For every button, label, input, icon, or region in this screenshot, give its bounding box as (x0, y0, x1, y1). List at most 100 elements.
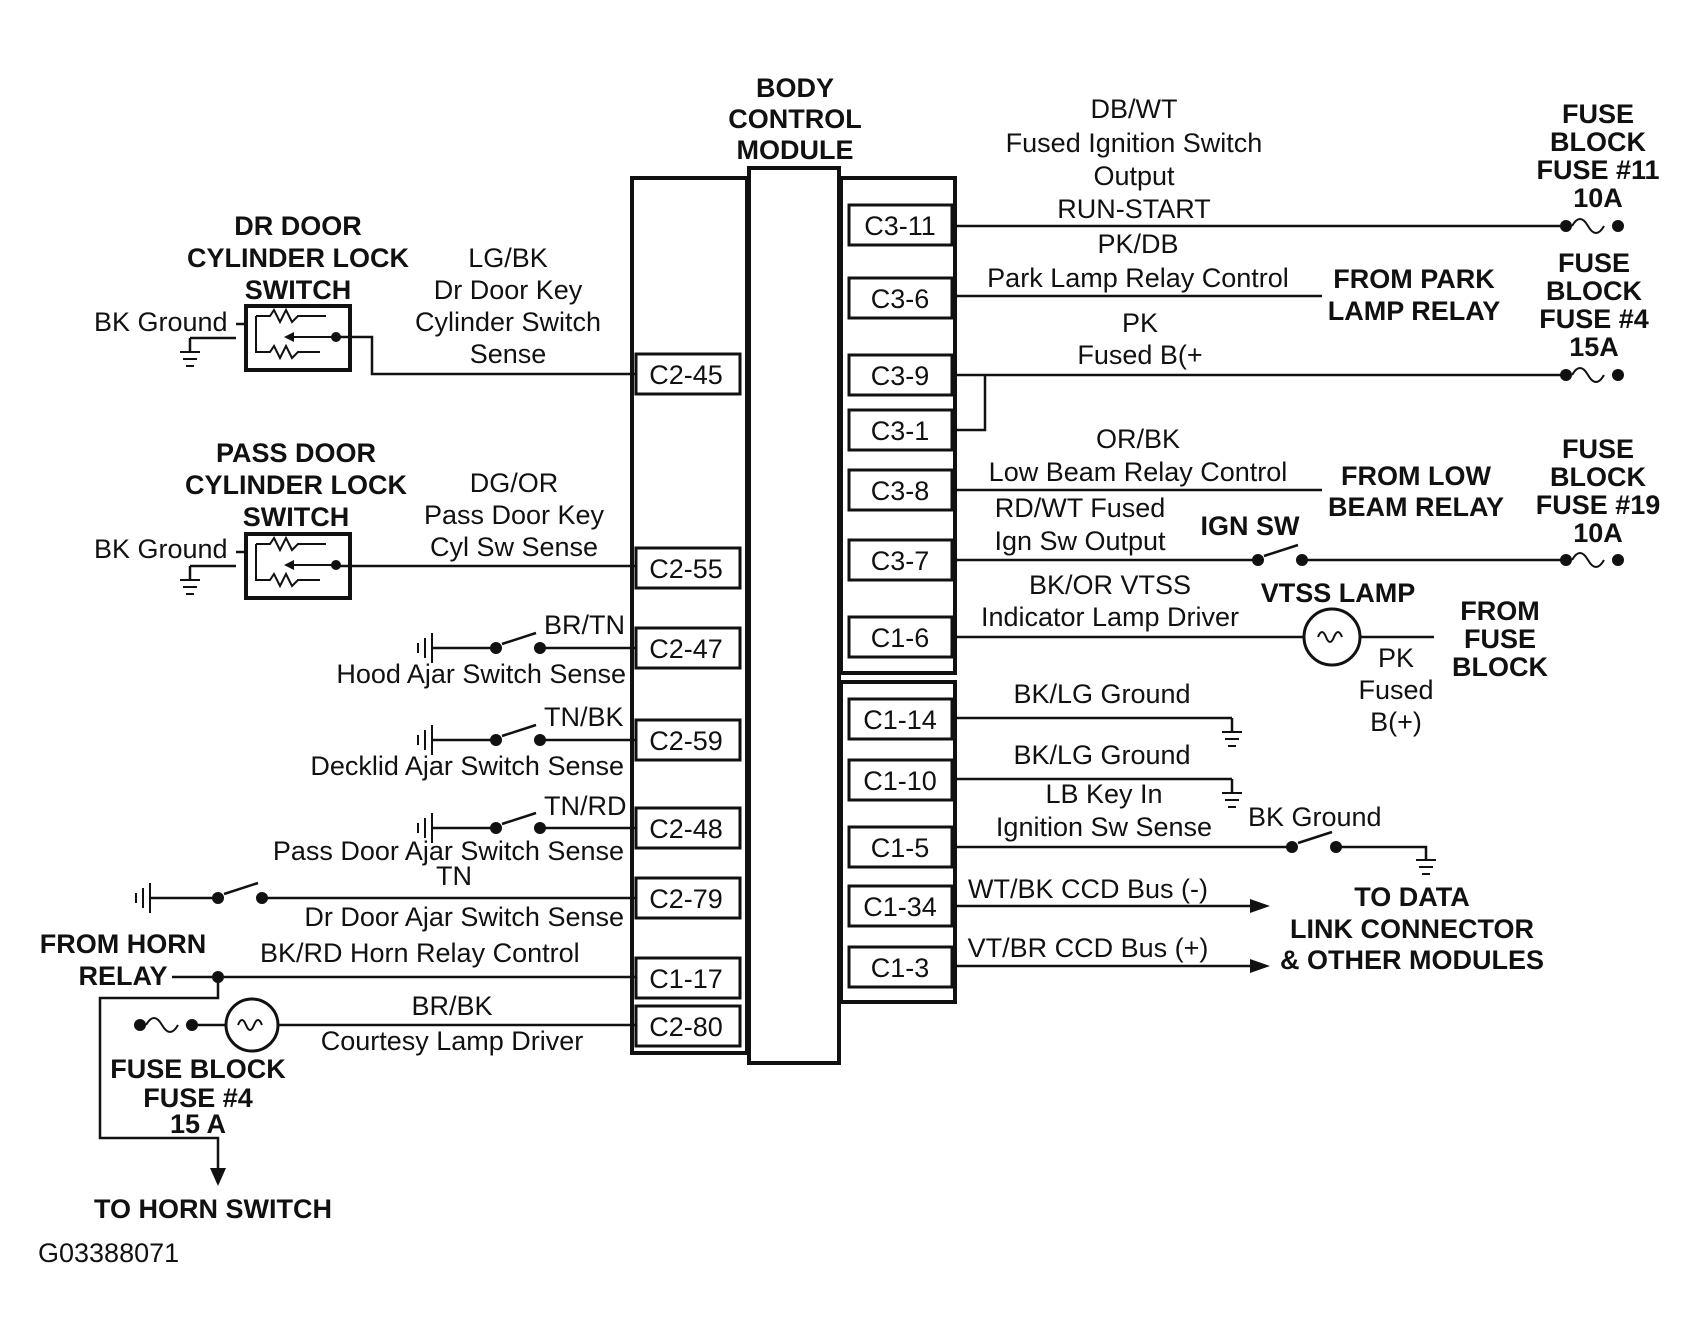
svg-text:BR/TN: BR/TN (544, 610, 625, 640)
pin-c2-59: C2-59 (634, 718, 742, 762)
ignition-switch-output-circuit: RD/WT Fused Ign Sw Output IGN SW FUSE BL… (952, 434, 1661, 568)
svg-text:C1-10: C1-10 (863, 766, 937, 796)
svg-text:C3-6: C3-6 (871, 284, 930, 314)
svg-text:Indicator Lamp Driver: Indicator Lamp Driver (981, 602, 1239, 632)
pin-c1-10: C1-10 (847, 758, 954, 802)
svg-text:Dr Door Key: Dr Door Key (434, 275, 583, 305)
decklid-ajar-switch: TN/BK Decklid Ajar Switch Sense (310, 702, 636, 781)
svg-text:Decklid Ajar Switch Sense: Decklid Ajar Switch Sense (310, 751, 624, 781)
module-title: BODY CONTROL MODULE (728, 73, 861, 165)
pin-c1-34: C1-34 (847, 884, 954, 928)
pin-c1-3: C1-3 (847, 945, 954, 989)
svg-text:BLOCK: BLOCK (1550, 127, 1646, 157)
svg-text:BK/LG Ground: BK/LG Ground (1013, 679, 1190, 709)
svg-text:RUN-START: RUN-START (1057, 194, 1211, 224)
svg-text:Pass Door Key: Pass Door Key (424, 500, 605, 530)
ground-symbol-icon (135, 883, 151, 913)
park-lamp-relay-circuit: PK/DB Park Lamp Relay Control FROM PARK … (952, 229, 1500, 326)
courtesy-lamp-circuit: BR/BK Courtesy Lamp Driver FUSE BLOCK FU… (110, 991, 636, 1139)
svg-text:15A: 15A (1569, 332, 1619, 362)
svg-text:BLOCK: BLOCK (1546, 276, 1642, 306)
svg-text:Cyl Sw Sense: Cyl Sw Sense (430, 532, 598, 562)
svg-text:C2-79: C2-79 (649, 884, 723, 914)
svg-text:C2-47: C2-47 (649, 634, 723, 664)
svg-text:TN/BK: TN/BK (544, 702, 624, 732)
svg-text:C3-1: C3-1 (871, 416, 930, 446)
svg-text:TN: TN (436, 861, 472, 891)
hood-ajar-switch: BR/TN Hood Ajar Switch Sense (336, 610, 636, 689)
svg-text:BR/BK: BR/BK (411, 991, 492, 1021)
svg-text:FUSE #19: FUSE #19 (1536, 490, 1661, 520)
pin-c1-6: C1-6 (847, 615, 954, 659)
svg-text:Low Beam Relay Control: Low Beam Relay Control (989, 457, 1288, 487)
pin-c3-7: C3-7 (847, 538, 954, 582)
pin-c2-79: C2-79 (634, 876, 742, 920)
svg-text:LG/BK: LG/BK (468, 243, 548, 273)
svg-text:FROM PARK: FROM PARK (1333, 264, 1495, 294)
svg-text:PK/DB: PK/DB (1097, 229, 1178, 259)
svg-text:C2-48: C2-48 (649, 814, 723, 844)
svg-text:BODY: BODY (756, 73, 834, 103)
lamp-icon (224, 997, 280, 1053)
pin-c2-48: C2-48 (634, 806, 742, 850)
svg-text:TN/RD: TN/RD (544, 791, 627, 821)
svg-text:C1-3: C1-3 (871, 953, 930, 983)
svg-text:Output: Output (1093, 161, 1175, 191)
svg-text:FROM: FROM (1460, 596, 1539, 626)
svg-text:FUSE: FUSE (1562, 99, 1634, 129)
svg-text:10A: 10A (1573, 183, 1623, 213)
svg-text:FROM HORN: FROM HORN (40, 929, 206, 959)
svg-text:FUSE BLOCK: FUSE BLOCK (110, 1054, 286, 1084)
svg-text:C1-34: C1-34 (863, 892, 937, 922)
svg-text:C3-7: C3-7 (871, 546, 930, 576)
svg-text:BK/OR VTSS: BK/OR VTSS (1029, 570, 1191, 600)
svg-text:Ignition Sw Sense: Ignition Sw Sense (996, 812, 1212, 842)
svg-text:Ign Sw Output: Ign Sw Output (994, 526, 1166, 556)
ground-c1-10-circuit: BK/LG Ground (952, 740, 1242, 808)
svg-text:VT/BR CCD Bus (+): VT/BR CCD Bus (+) (968, 933, 1209, 963)
svg-text:MODULE: MODULE (737, 135, 854, 165)
pin-c3-11: C3-11 (847, 203, 954, 247)
svg-text:C1-6: C1-6 (871, 623, 930, 653)
svg-text:VTSS LAMP: VTSS LAMP (1261, 578, 1416, 608)
dr-door-ajar-switch: TN Dr Door Ajar Switch Sense (135, 861, 636, 932)
svg-text:C2-55: C2-55 (649, 554, 723, 584)
svg-text:Park Lamp Relay Control: Park Lamp Relay Control (987, 263, 1289, 293)
svg-text:LB Key In: LB Key In (1045, 779, 1162, 809)
ground-symbol-icon (180, 579, 200, 595)
pin-c2-45: C2-45 (634, 352, 742, 396)
svg-text:BLOCK: BLOCK (1550, 462, 1646, 492)
svg-text:Pass Door Ajar Switch Sense: Pass Door Ajar Switch Sense (273, 836, 624, 866)
svg-text:PK: PK (1122, 308, 1158, 338)
svg-text:BK/LG Ground: BK/LG Ground (1013, 740, 1190, 770)
svg-text:Dr Door Ajar Switch Sense: Dr Door Ajar Switch Sense (304, 902, 624, 932)
lamp-icon (1302, 607, 1362, 667)
svg-text:C1-17: C1-17 (649, 964, 723, 994)
pin-c3-9: C3-9 (847, 353, 954, 397)
svg-text:CONTROL: CONTROL (728, 104, 861, 134)
ground-c1-14-circuit: BK/LG Ground (952, 679, 1242, 747)
svg-text:C3-11: C3-11 (864, 211, 936, 241)
svg-text:PASS DOOR: PASS DOOR (216, 438, 376, 468)
pin-c3-6: C3-6 (847, 276, 954, 320)
svg-text:IGN SW: IGN SW (1201, 511, 1301, 541)
svg-text:BK Ground: BK Ground (94, 307, 228, 337)
pin-c2-55: C2-55 (634, 546, 742, 590)
svg-text:TO DATA: TO DATA (1354, 882, 1470, 912)
pin-c3-1: C3-1 (847, 408, 954, 452)
svg-text:15 A: 15 A (170, 1109, 226, 1139)
low-beam-relay-circuit: OR/BK Low Beam Relay Control FROM LOW BE… (952, 424, 1504, 522)
svg-text:BK Ground: BK Ground (94, 534, 228, 564)
svg-text:FROM LOW: FROM LOW (1341, 461, 1491, 491)
svg-text:C2-80: C2-80 (649, 1012, 723, 1042)
key-in-switch-icon (1297, 830, 1333, 845)
ground-symbol-icon (180, 351, 200, 367)
pin-c2-80: C2-80 (634, 1004, 742, 1048)
ground-symbol-icon (1222, 731, 1242, 747)
svg-text:BK/RD Horn Relay Control: BK/RD Horn Relay Control (260, 938, 580, 968)
svg-text:DR DOOR: DR DOOR (234, 211, 362, 241)
svg-text:BEAM RELAY: BEAM RELAY (1328, 492, 1504, 522)
svg-text:FUSE: FUSE (1464, 624, 1536, 654)
svg-text:LINK CONNECTOR: LINK CONNECTOR (1290, 914, 1534, 944)
svg-text:RD/WT Fused: RD/WT Fused (995, 493, 1166, 523)
